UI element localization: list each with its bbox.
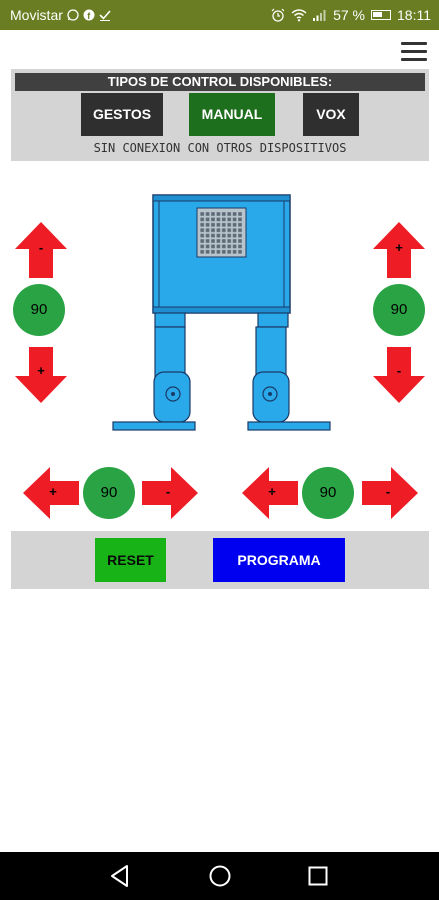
right-leg-down-arrow[interactable]: - [373,347,425,403]
left-leg-down-sign: + [37,363,45,378]
vox-button[interactable]: VOX [303,93,359,136]
navigation-bar [0,852,439,900]
left-foot-right-sign: - [165,484,171,499]
left-foot-right-arrow[interactable]: - [142,467,198,519]
right-foot-right-arrow[interactable]: - [362,467,418,519]
hamburger-menu-icon[interactable] [401,42,427,62]
control-panel: TIPOS DE CONTROL DISPONIBLES: GESTOS MAN… [11,69,429,161]
svg-text:f: f [87,11,91,21]
carrier-name: Movistar [10,7,63,23]
right-leg-down-sign: - [396,363,402,378]
right-foot-left-arrow[interactable]: + [242,467,298,519]
arrow-down-icon [373,347,425,403]
alarm-icon [271,8,285,22]
panel-title: TIPOS DE CONTROL DISPONIBLES: [15,73,425,91]
check-icon [99,10,111,21]
right-leg-up-sign: + [395,240,403,255]
signal-icon [313,10,326,21]
connection-status: SIN CONEXION CON OTROS DISPOSITIVOS [93,141,347,155]
left-foot-left-arrow[interactable]: + [23,467,79,519]
back-icon[interactable] [108,864,132,888]
wifi-icon [291,9,307,22]
right-leg-up-arrow[interactable]: + [373,222,425,278]
programa-button[interactable]: PROGRAMA [213,538,345,582]
robot-illustration [112,194,331,431]
arrow-left-icon [23,467,79,519]
status-right: 57 % 18:11 [271,7,431,23]
battery-percent: 57 % [333,7,365,23]
right-foot-right-sign: - [385,484,391,499]
left-foot-left-sign: + [49,484,57,499]
home-icon[interactable] [208,864,232,888]
arrow-up-icon [373,222,425,278]
gestos-button[interactable]: GESTOS [81,93,163,136]
left-leg-up-arrow[interactable]: - [15,222,67,278]
arrow-left-icon [242,467,298,519]
facebook-icon: f [83,9,95,21]
action-panel: RESET PROGRAMA [11,531,429,589]
arrow-down-icon [15,347,67,403]
status-left: Movistar f [10,7,111,23]
right-foot-value: 90 [302,467,354,519]
whatsapp-icon [67,9,79,21]
arrow-right-icon [362,467,418,519]
battery-icon [371,10,391,20]
left-foot-value: 90 [83,467,135,519]
right-leg-value: 90 [373,284,425,336]
arrow-up-icon [15,222,67,278]
clock: 18:11 [397,7,431,23]
left-leg-up-sign: - [38,240,44,255]
arrow-right-icon [142,467,198,519]
reset-button[interactable]: RESET [95,538,166,582]
right-foot-left-sign: + [268,484,276,499]
recents-icon[interactable] [306,864,330,888]
status-bar: Movistar f 57 % 18:11 [0,0,439,30]
left-leg-down-arrow[interactable]: + [15,347,67,403]
manual-button[interactable]: MANUAL [189,93,275,136]
left-leg-value: 90 [13,284,65,336]
